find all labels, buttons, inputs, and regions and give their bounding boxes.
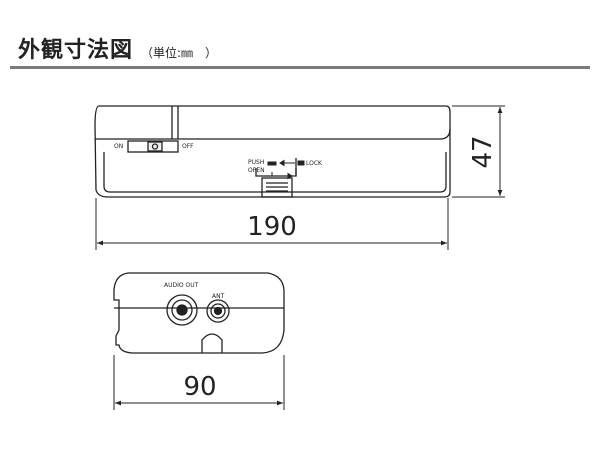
- latch-arrows: [267, 159, 305, 180]
- power-switch: [127, 140, 179, 153]
- top-body-outline: [94, 105, 451, 198]
- title-underline: [10, 66, 590, 69]
- switch-on-label: ON: [114, 143, 123, 150]
- ant-label: ANT: [212, 293, 225, 300]
- top-band-line: [95, 128, 451, 140]
- battery-latch: [261, 177, 293, 198]
- latch-lock-label: LOCK: [306, 160, 323, 167]
- dim-190: [95, 198, 449, 250]
- latch-push-label: PUSH: [248, 159, 264, 166]
- dim-47: [452, 105, 505, 198]
- dim-90: [113, 355, 285, 410]
- dim-90-label: 90: [183, 372, 216, 402]
- dim-190-label: 190: [247, 212, 297, 242]
- title-row: 外観寸法図 （単位:㎜ ）: [18, 32, 218, 63]
- side-view: [113, 272, 285, 354]
- unit-note: （単位:㎜ ）: [141, 46, 218, 60]
- side-body-outline: [113, 272, 285, 354]
- top-view: [94, 105, 451, 198]
- switch-dot: [151, 143, 159, 150]
- switch-off-label: OFF: [182, 143, 194, 150]
- switch-knob: [147, 141, 163, 152]
- top-inner-line: [103, 152, 447, 193]
- page-title: 外観寸法図: [18, 38, 134, 63]
- side-foot: [201, 333, 223, 353]
- audio-out-jack-outer: [166, 294, 198, 326]
- audio-out-label: AUDIO OUT: [164, 282, 199, 289]
- antenna-jack-outer: [206, 299, 230, 323]
- dim-47-label: 47: [468, 135, 498, 168]
- latch-open-label: OPEN: [248, 167, 265, 174]
